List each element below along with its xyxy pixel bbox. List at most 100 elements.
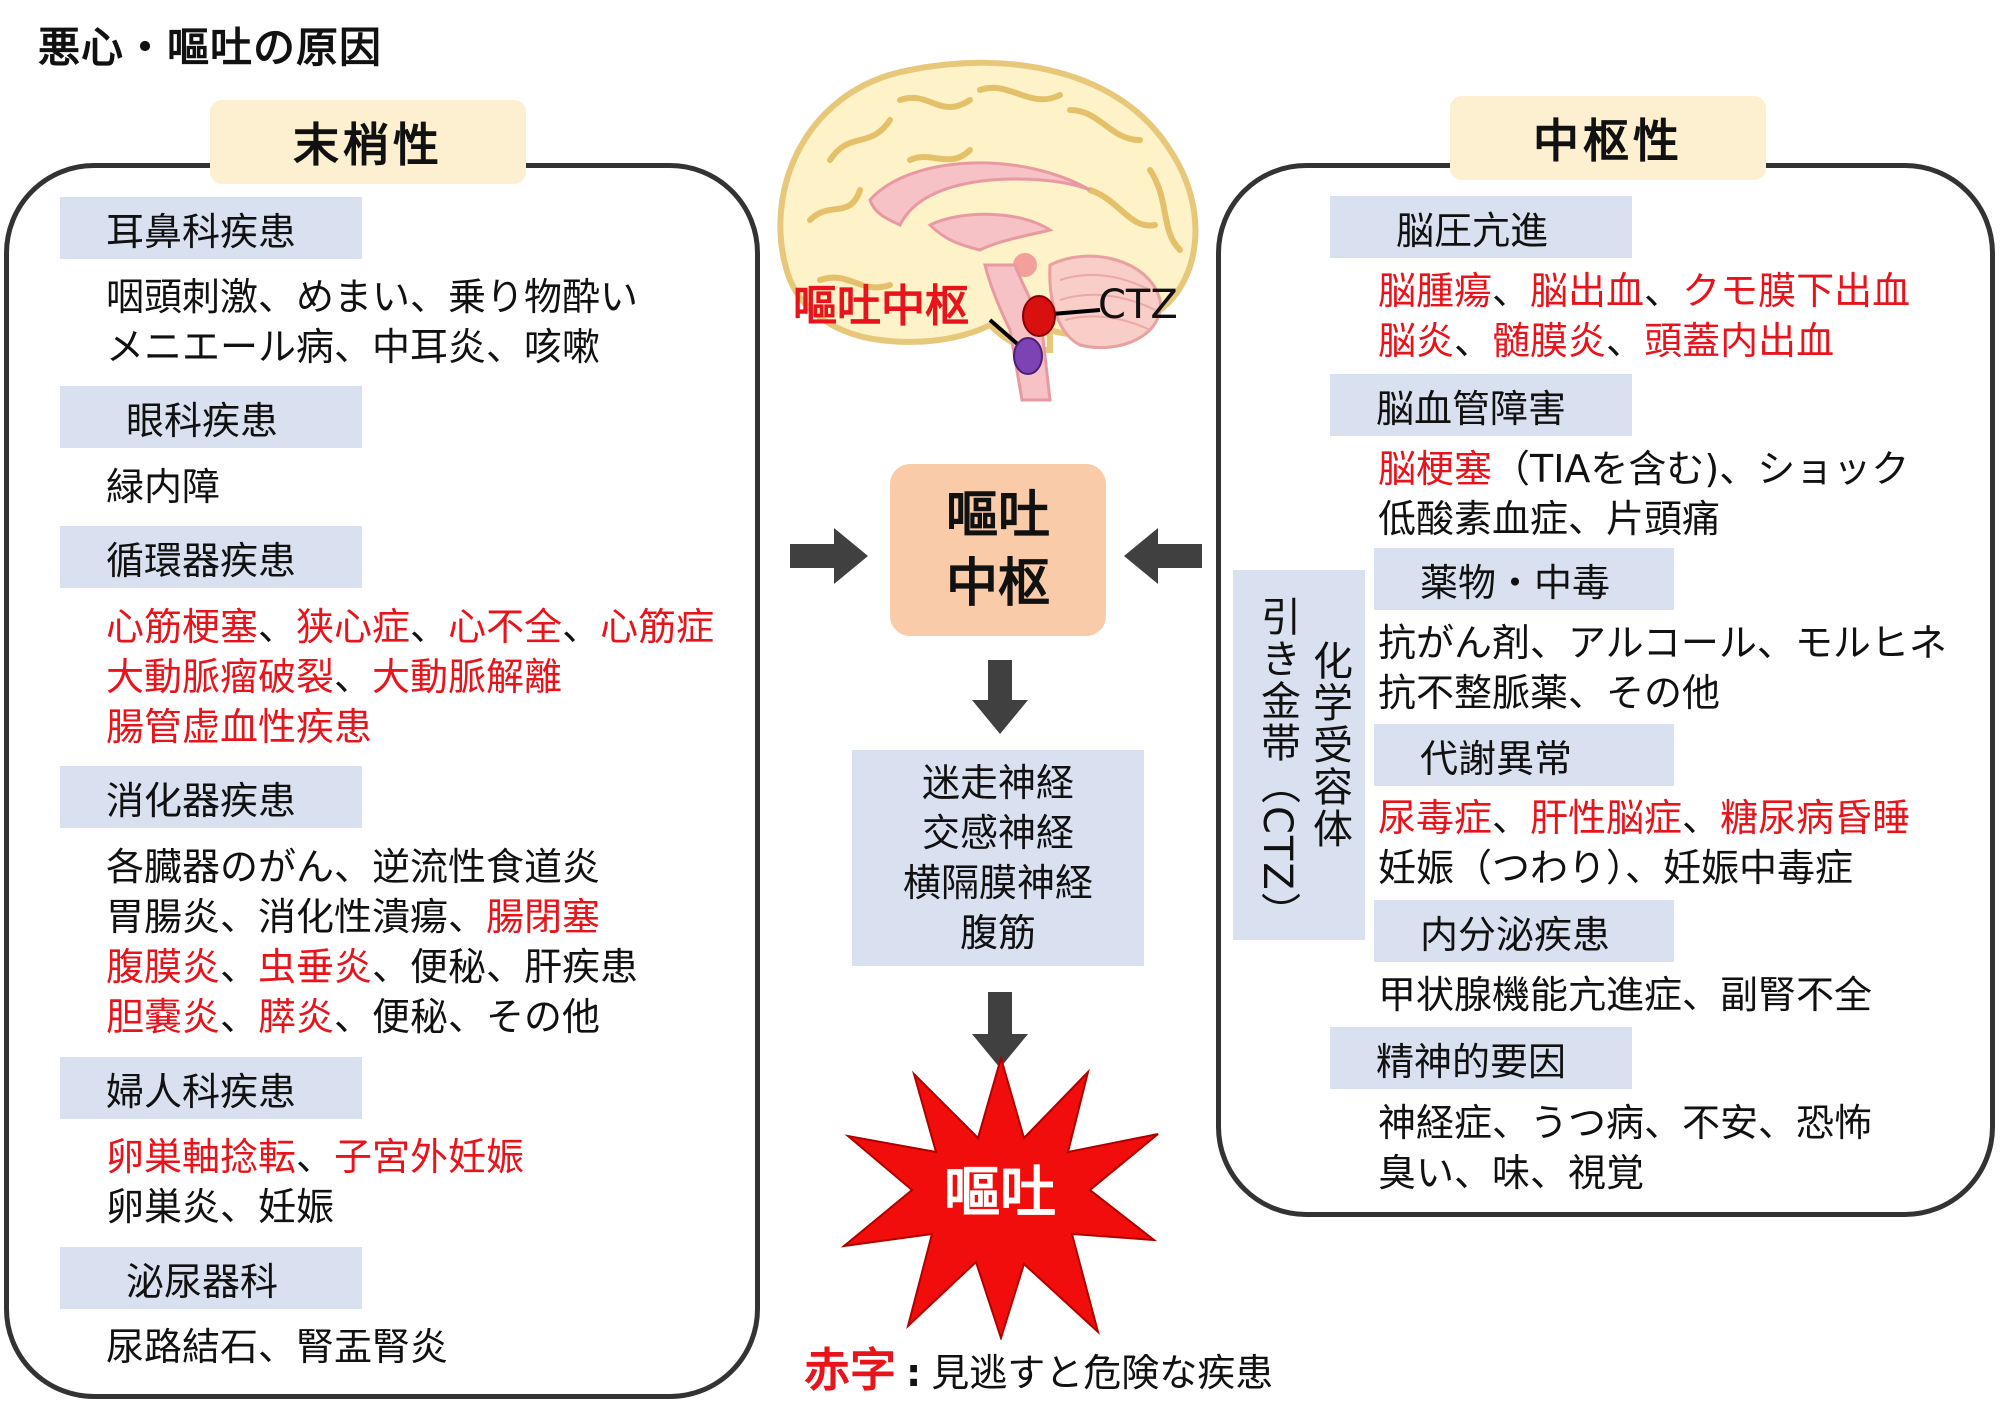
condition-text: 、 <box>220 945 259 989</box>
condition-text: 、 <box>1606 319 1645 363</box>
condition-text: 、 <box>1644 269 1683 313</box>
category-icp-items: 脳腫瘍、脳出血、クモ膜下出血脳炎、髄膜炎、頭蓋内出血 <box>1378 266 1910 366</box>
ctz-label-line2: 引き金帯（CTZ） <box>1254 596 1300 934</box>
dangerous-condition: 髄膜炎 <box>1492 319 1607 363</box>
vomiting-center-box-line1: 嘔吐 <box>945 486 1050 546</box>
item-line: 脳炎、髄膜炎、頭蓋内出血 <box>1378 316 1910 366</box>
nerve-item: 迷走神経 <box>921 761 1074 805</box>
category-ophthalmology-items: 緑内障 <box>106 462 220 512</box>
category-metabolic-items: 尿毒症、肝性脳症、糖尿病昏睡妊娠（つわり）、妊娠中毒症 <box>1378 793 1910 893</box>
legend-colon: : <box>906 1351 922 1395</box>
condition-text: 、 <box>334 655 373 699</box>
category-drugs: 薬物・中毒 <box>1374 548 1674 610</box>
item-line: 咽頭刺激、めまい、乗り物酔い <box>106 272 638 322</box>
condition-text: 尿路結石、腎盂腎炎 <box>106 1325 449 1369</box>
item-line: 尿路結石、腎盂腎炎 <box>106 1322 448 1372</box>
condition-text: （TIAを含む)、ショック <box>1492 447 1910 491</box>
brain-ctz-label: CTZ <box>1098 282 1178 328</box>
arrow-down-icon <box>972 992 1028 1068</box>
category-cerebrovascular-items: 脳梗塞（TIAを含む)、ショック低酸素血症、片頭痛 <box>1378 444 1909 544</box>
condition-text: 卵巣炎、妊娠 <box>106 1185 335 1229</box>
condition-text: 、 <box>1682 796 1721 840</box>
cerebellum <box>1048 254 1162 350</box>
dangerous-condition: クモ膜下出血 <box>1682 269 1911 313</box>
vomiting-center-box: 嘔吐 中枢 <box>890 464 1106 636</box>
condition-text: 臭い、味、視覚 <box>1378 1151 1645 1195</box>
item-line: 抗不整脈薬、その他 <box>1378 668 1947 718</box>
category-ent: 耳鼻科疾患 <box>60 197 362 259</box>
nerve-pathway-box: 迷走神経 交感神経 横隔膜神経 腹筋 <box>852 750 1144 966</box>
dangerous-condition: 頭蓋内出血 <box>1644 319 1835 363</box>
item-line: 妊娠（つわり）、妊娠中毒症 <box>1378 843 1910 893</box>
condition-text: 、 <box>220 995 259 1039</box>
dangerous-condition: 脳炎 <box>1378 319 1455 363</box>
category-drugs-items: 抗がん剤、アルコール、モルヒネ抗不整脈薬、その他 <box>1378 618 1947 718</box>
category-icp: 脳圧亢進 <box>1330 196 1632 258</box>
dangerous-condition: 心筋症 <box>600 605 715 649</box>
dangerous-condition: 脳腫瘍 <box>1378 269 1493 313</box>
dangerous-condition: 狭心症 <box>296 605 411 649</box>
item-line: 神経症、うつ病、不安、恐怖 <box>1378 1098 1872 1148</box>
corpus-callosum <box>868 161 1091 228</box>
item-line: メニエール病、中耳炎、咳嗽 <box>106 322 638 372</box>
condition-text: 甲状腺機能亢進症、副腎不全 <box>1378 973 1873 1017</box>
item-line: 卵巣軸捻転、子宮外妊娠 <box>106 1132 524 1182</box>
condition-text: 各臓器のがん、逆流性食道炎 <box>106 845 601 889</box>
item-line: 甲状腺機能亢進症、副腎不全 <box>1378 970 1872 1020</box>
dangerous-condition: 卵巣軸捻転 <box>106 1135 297 1179</box>
dangerous-condition: 虫垂炎 <box>258 945 373 989</box>
condition-text: 神経症、うつ病、不安、恐怖 <box>1378 1101 1873 1145</box>
cerebellum-folia <box>1059 273 1156 331</box>
ctz-box <box>1233 570 1365 940</box>
ctz-marker <box>1022 295 1056 337</box>
item-line: 抗がん剤、アルコール、モルヒネ <box>1378 618 1947 668</box>
condition-text: 低酸素血症、片頭痛 <box>1378 497 1721 541</box>
category-ent-items: 咽頭刺激、めまい、乗り物酔いメニエール病、中耳炎、咳嗽 <box>106 272 638 372</box>
legend-text: 見逃すと危険な疾患 <box>931 1351 1274 1395</box>
dangerous-condition: 脳梗塞 <box>1378 447 1493 491</box>
dangerous-condition: 脳出血 <box>1530 269 1645 313</box>
vomiting-burst-icon <box>840 1054 1159 1340</box>
item-line: 胃腸炎、消化性潰瘍、腸閉塞 <box>106 892 638 942</box>
condition-text: メニエール病、中耳炎、咳嗽 <box>106 325 601 369</box>
peripheral-heading: 末梢性 <box>210 100 526 184</box>
category-urology-items: 尿路結石、腎盂腎炎 <box>106 1322 448 1372</box>
category-gynecology-items: 卵巣軸捻転、子宮外妊娠卵巣炎、妊娠 <box>106 1132 524 1232</box>
category-cerebrovascular: 脳血管障害 <box>1330 374 1632 436</box>
dangerous-condition: 心不全 <box>448 605 563 649</box>
item-line: 緑内障 <box>106 462 220 512</box>
dangerous-condition: 膵炎 <box>258 995 335 1039</box>
ctz-label-line1: 化学受容体 <box>1306 640 1352 850</box>
item-line: 尿毒症、肝性脳症、糖尿病昏睡 <box>1378 793 1910 843</box>
category-digestive: 消化器疾患 <box>60 766 362 828</box>
condition-text: 、 <box>1454 319 1493 363</box>
item-line: 心筋梗塞、狭心症、心不全、心筋症 <box>106 602 714 652</box>
dangerous-condition: 心筋梗塞 <box>106 605 259 649</box>
condition-text: 、 <box>562 605 601 649</box>
condition-text: 抗不整脈薬、その他 <box>1378 671 1721 715</box>
item-line: 腹膜炎、虫垂炎、便秘、肝疾患 <box>106 942 638 992</box>
item-line: 大動脈瘤破裂、大動脈解離 <box>106 652 714 702</box>
dangerous-condition: 子宮外妊娠 <box>334 1135 525 1179</box>
arrow-left-icon <box>1124 528 1202 584</box>
vomiting-center-box-line2: 中枢 <box>945 554 1050 614</box>
legend: 赤字:見逃すと危険な疾患 <box>804 1334 1273 1400</box>
dangerous-condition: 腸管虚血性疾患 <box>106 705 373 749</box>
condition-text: 妊娠（つわり）、妊娠中毒症 <box>1378 846 1854 890</box>
dangerous-condition: 腸閉塞 <box>486 895 601 939</box>
dangerous-condition: 大動脈解離 <box>372 655 563 699</box>
category-ophthalmology: 眼科疾患 <box>60 386 362 448</box>
condition-text: 、便秘、肝疾患 <box>372 945 639 989</box>
item-line: 脳梗塞（TIAを含む)、ショック <box>1378 444 1909 494</box>
category-urology: 泌尿器科 <box>60 1247 362 1309</box>
condition-text: 、便秘、その他 <box>334 995 601 1039</box>
category-endocrine-items: 甲状腺機能亢進症、副腎不全 <box>1378 970 1872 1020</box>
condition-text: 咽頭刺激、めまい、乗り物酔い <box>106 275 639 319</box>
item-line: 各臓器のがん、逆流性食道炎 <box>106 842 638 892</box>
dangerous-condition: 腹膜炎 <box>106 945 221 989</box>
condition-text: 、 <box>1492 796 1531 840</box>
condition-text: 抗がん剤、アルコール、モルヒネ <box>1378 621 1947 665</box>
nerve-item: 横隔膜神経 <box>902 861 1093 905</box>
vomiting-burst-label: 嘔吐 <box>944 1161 1056 1226</box>
dangerous-condition: 大動脈瘤破裂 <box>106 655 335 699</box>
